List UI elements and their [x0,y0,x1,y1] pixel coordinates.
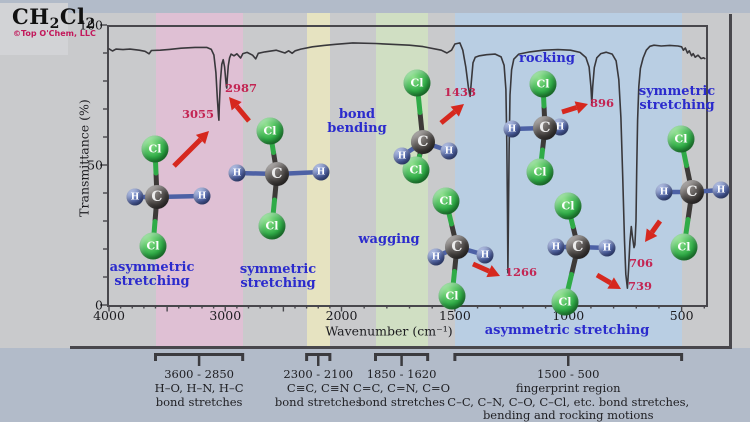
footer-line: bond stretches [155,394,243,409]
mode-label-line: wagging [358,232,420,247]
y-tick-label-0: 0 [95,297,103,313]
title-box [0,3,68,55]
peak-label-896: 896 [589,96,615,110]
footer-line: 2300 - 2100 [283,367,354,381]
atom-cl-symmetric-stretching-left: Cl [256,117,284,145]
atom-h-symmetric-stretching-left: H [228,164,246,182]
atom-h-bond-bending: H [393,147,411,165]
atom-h-rocking: H [503,120,521,138]
atom-cl-bond-bending: Cl [403,69,431,97]
mode-label-line: stretching [114,274,190,289]
mode-label-line: stretching [240,276,316,291]
mode-label-rocking: rocking [519,52,575,66]
x-axis-title: Wavenumber (cm⁻¹) [325,323,453,339]
atom-cl-asymmetric-stretching-left: Cl [141,135,169,163]
compound-title: CH2Cl2 [12,4,96,32]
figure-border-right [729,14,732,348]
atom-cl-asymmetric-stretching-bottom: Cl [554,192,582,220]
atom-h-wagging: H [427,248,445,266]
peak-label-1266: 1266 [504,265,538,279]
credit-text: ©Top O'Chem, LLC [13,29,96,38]
atom-cl-rocking: Cl [529,70,557,98]
mode-label-line: symmetric [638,84,716,99]
atom-h-bond-bending: H [440,142,458,160]
footer-line: 1850 - 1620 [366,367,437,381]
footer-line: bending and rocking motions [482,408,654,422]
footer-brackets [154,353,684,366]
atom-cl-wagging: Cl [438,282,466,310]
y-axis-title: Transmittance (%) [76,99,92,217]
mode-label-line: stretching [639,98,715,113]
atom-c-rocking: C [533,116,557,140]
atom-cl-rocking: Cl [526,158,554,186]
atom-cl-wagging: Cl [432,187,460,215]
atom-h-asymmetric-stretching-left: H [126,188,144,206]
mode-label-line: asymmetric [109,260,195,275]
footer-line: bond stretches [274,394,362,409]
y-tick-label-50: 50 [87,157,103,173]
footer-line: bond stretches [358,394,445,409]
atom-c-asymmetric-stretching-left: C [145,185,169,209]
mode-label-line: bond [338,107,376,122]
mode-label-asymmetric-stretching-bottom: asymmetric stretching [485,324,650,338]
peak-label-739: 739 [627,279,653,293]
footer-line: 1500 - 500 [537,367,600,381]
atom-c-symmetric-stretching-left: C [265,162,289,186]
atom-cl-symmetric-stretching-left: Cl [258,212,286,240]
x-tick-label-2000: 2000 [325,308,358,323]
x-tick-label-4000: 4000 [93,308,125,323]
footer-line: 3600 - 2850 [164,367,234,381]
atom-cl-asymmetric-stretching-left: Cl [139,232,167,260]
atom-h-wagging: H [476,246,494,264]
atom-cl-asymmetric-stretching-bottom: Cl [551,288,579,316]
footer-line: C=C, C=N, C=O [353,380,451,395]
atom-cl-symmetric-stretching-right: Cl [667,125,695,153]
atom-c-asymmetric-stretching-bottom: C [566,235,590,259]
atom-cl-symmetric-stretching-right: Cl [670,233,698,261]
y-tick-label-100: 100 [79,17,103,33]
atom-h-asymmetric-stretching-bottom: H [598,239,616,257]
footer-line: C≡C, C≡N [286,380,350,395]
figure-border-bottom [70,346,732,349]
plot-frame [107,25,708,307]
peak-label-1433: 1433 [443,85,477,99]
peak-label-706: 706 [628,256,654,270]
atom-c-bond-bending: C [411,130,435,154]
footer-line: C–C, C–N, C–O, C–Cl, etc. bond stretches… [447,394,690,409]
x-tick-label-500: 500 [669,308,694,323]
footer-line: fingerprint region [515,380,621,395]
mode-label-line: bending [327,121,387,136]
atom-h-symmetric-stretching-left: H [312,163,330,181]
atom-c-symmetric-stretching-right: C [680,180,704,204]
x-tick-label-3000: 3000 [209,308,242,323]
mode-label-wagging: wagging [358,233,419,247]
peak-label-3055: 3055 [181,107,215,121]
atom-h-asymmetric-stretching-bottom: H [547,238,565,256]
mode-label-line: asymmetric stretching [484,323,650,338]
mode-label-line: rocking [519,51,575,66]
peak-label-2987: 2987 [224,81,258,95]
atom-c-wagging: C [445,235,469,259]
x-tick-label-1500: 1500 [438,308,471,323]
atom-h-symmetric-stretching-right: H [655,183,673,201]
footer-line: H–O, H–N, H–C [154,380,244,395]
atom-h-symmetric-stretching-right: H [712,181,730,199]
atom-h-asymmetric-stretching-left: H [193,187,211,205]
mode-label-line: symmetric [239,262,317,277]
